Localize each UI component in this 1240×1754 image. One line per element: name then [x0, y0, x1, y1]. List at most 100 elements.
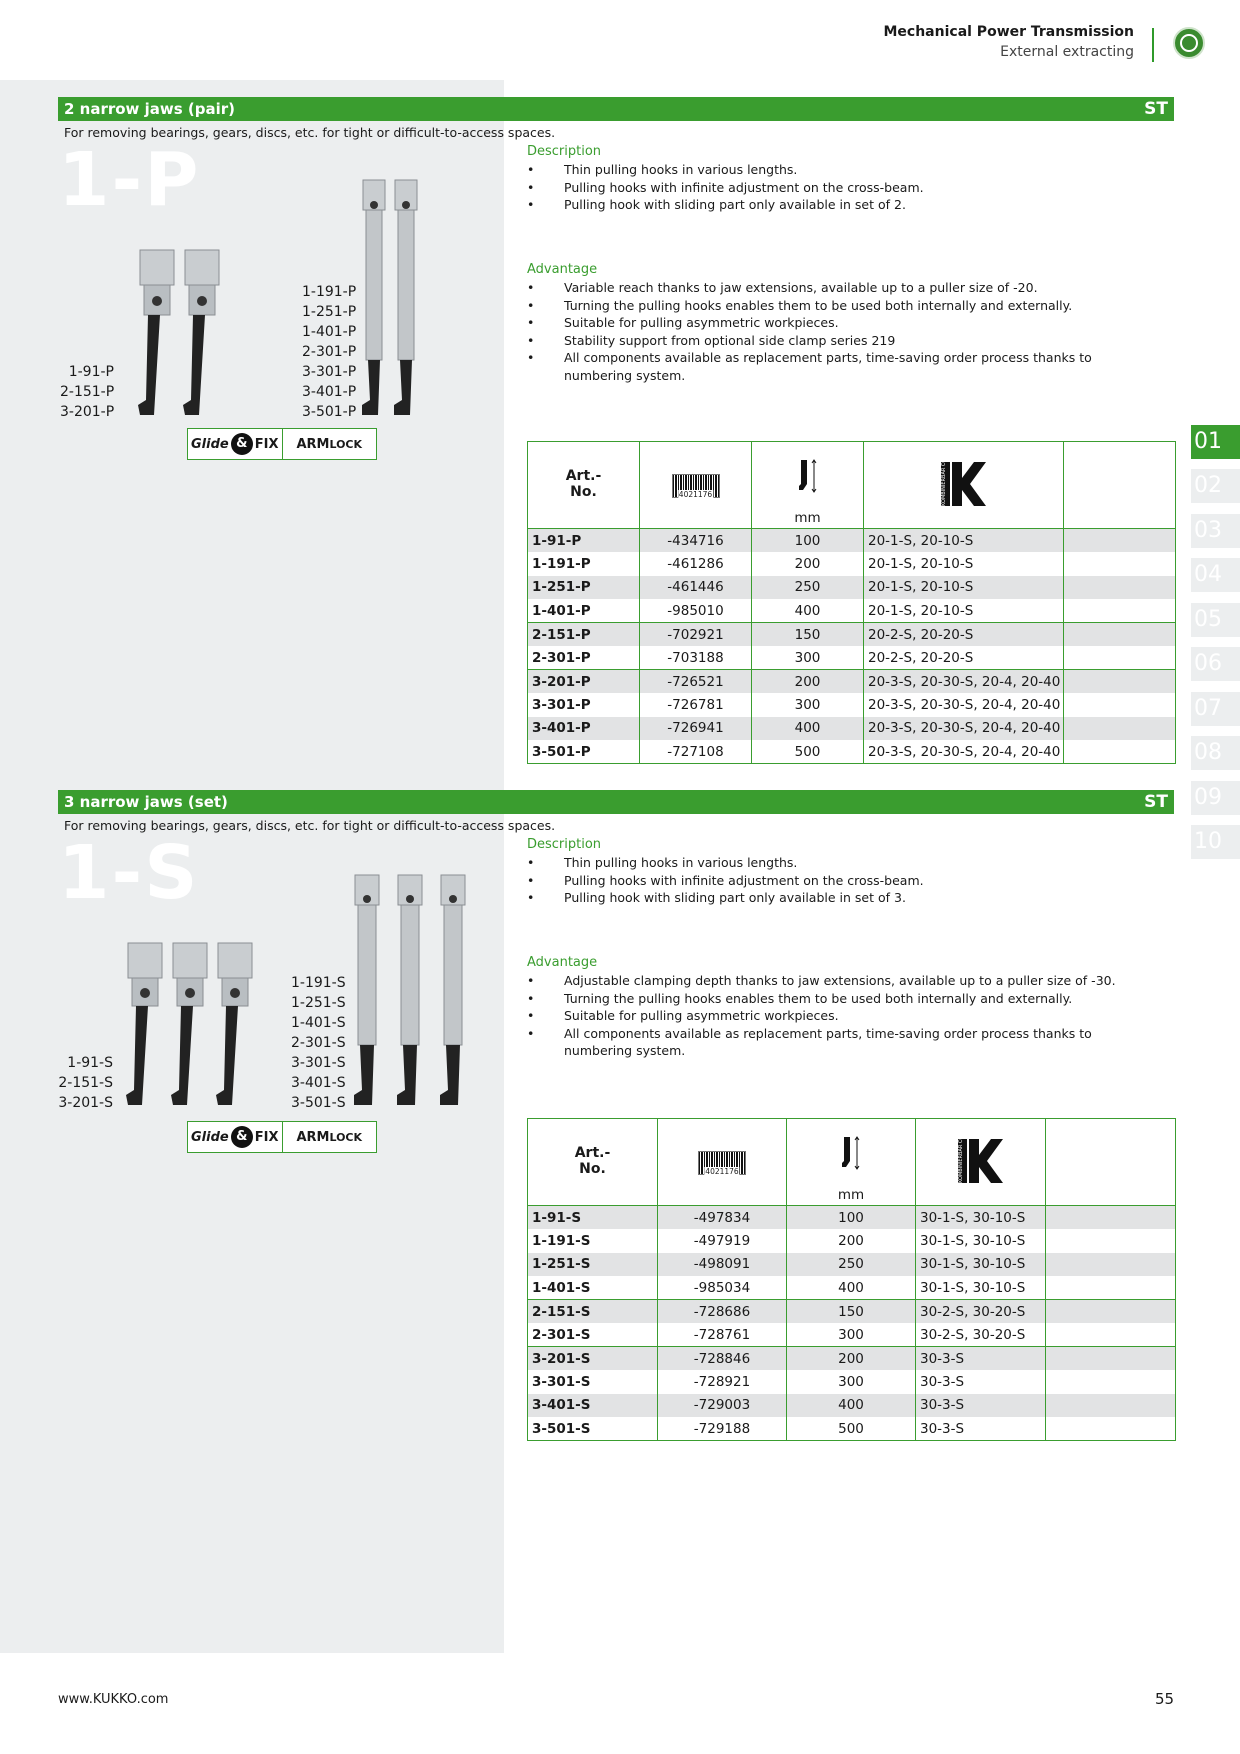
cell-empty [1063, 622, 1176, 646]
cell-empty [1063, 528, 1176, 552]
list-item: Suitable for pulling asymmetric workpiec… [527, 314, 1147, 332]
cell-order-no: -728846 [657, 1346, 787, 1370]
cell-art-no: 3-301-P [532, 696, 591, 713]
chapter-tab-01[interactable]: 01 [1191, 425, 1240, 459]
cell-length: 250 [751, 575, 864, 599]
cell-combinable: 30-2-S, 30-20-S [915, 1299, 1046, 1323]
list-item: Pulling hook with sliding part only avai… [527, 196, 1147, 214]
cell-length: 150 [786, 1299, 916, 1323]
codes-right: 1-191-S 1-251-S 1-401-S 2-301-S 3-301-S … [291, 973, 346, 1113]
cell-length: 200 [751, 552, 864, 576]
cell-combinable: 20-3-S, 20-30-S, 20-4, 20-40 [863, 716, 1064, 740]
code-label: 3-301-P [302, 364, 357, 380]
footer-url[interactable]: www.KUKKO.com [58, 1692, 169, 1707]
cell-art-no: 1-91-P [527, 528, 640, 552]
barcode-number: 4021176 [704, 1167, 740, 1176]
chapter-tab-09[interactable]: 09 [1191, 781, 1240, 815]
advantage-heading: Advantage [527, 262, 598, 277]
cell-art-no: 3-401-S [527, 1393, 658, 1417]
long-hook-3 [440, 874, 466, 1105]
cell-empty [1045, 1276, 1176, 1300]
cell-length: 500 [751, 740, 864, 764]
long-hook-1 [362, 179, 386, 415]
list-item: Thin pulling hooks in various lengths. [527, 854, 1147, 872]
advantage-list: Variable reach thanks to jaw extensions,… [527, 279, 1147, 384]
chapter-tab-06[interactable]: 06 [1191, 647, 1240, 681]
cell-empty [1045, 1370, 1176, 1394]
code-label: 3-501-S [291, 1095, 346, 1111]
cell-order-no: -498091 [657, 1252, 787, 1276]
cell-combinable: 30-1-S, 30-10-S [915, 1252, 1046, 1276]
chapter-tab-05[interactable]: 05 [1191, 603, 1240, 637]
badge-text: LOCK [329, 1130, 363, 1144]
cell-order-no: -726781 [639, 693, 752, 717]
code-label: 1-251-P [302, 304, 357, 320]
list-item: Pulling hook with sliding part only avai… [527, 889, 1147, 907]
cell-length: 300 [786, 1323, 916, 1347]
cell-order-no: -461286 [639, 552, 752, 576]
code-label: 2-151-S [58, 1075, 113, 1091]
short-hook-1 [138, 249, 175, 415]
header-empty [1045, 1118, 1176, 1206]
cell-empty [1045, 1417, 1176, 1441]
glide-fix-badge: Glide&FIX [188, 429, 282, 459]
cell-art-no: 1-191-S [532, 1232, 591, 1249]
list-item: Pulling hooks with infinite adjustment o… [527, 179, 1147, 197]
cell-empty [1045, 1393, 1176, 1417]
cell-empty [1063, 599, 1176, 623]
cell-length: 500 [786, 1417, 916, 1441]
chapter-tab-08[interactable]: 08 [1191, 736, 1240, 770]
chapter-tab-07[interactable]: 07 [1191, 692, 1240, 726]
cell-empty [1045, 1205, 1176, 1229]
chapter-tab-10[interactable]: 10 [1191, 825, 1240, 859]
badge-text: FIX [254, 1129, 279, 1145]
combinable-icon: KOMBINIERBAR COMBINABLE [940, 462, 987, 506]
section-title: 2 narrow jaws (pair) [64, 100, 236, 118]
section-title: 3 narrow jaws (set) [64, 793, 228, 811]
advantage-heading: Advantage [527, 955, 598, 970]
section-intro: For removing bearings, gears, discs, etc… [64, 125, 556, 140]
chapter-tab-04[interactable]: 04 [1191, 558, 1240, 592]
cell-art-no: 1-401-S [532, 1279, 591, 1296]
cell-order-no: -497919 [657, 1229, 787, 1253]
section-intro: For removing bearings, gears, discs, etc… [64, 818, 556, 833]
cell-length: 200 [751, 669, 864, 693]
cell-length: 300 [751, 646, 864, 670]
cell-empty [1063, 693, 1176, 717]
list-item: Adjustable clamping depth thanks to jaw … [527, 972, 1147, 990]
badge-text: & [230, 1126, 253, 1148]
cell-art-no: 3-401-P [527, 716, 640, 740]
codes-right: 1-191-P 1-251-P 1-401-P 2-301-P 3-301-P … [302, 282, 356, 422]
header-empty [1063, 441, 1176, 529]
cell-art-no: 3-201-S [527, 1346, 658, 1370]
badge-text: FIX [254, 436, 279, 452]
st-tag: ST [1144, 792, 1168, 812]
cell-length: 300 [786, 1370, 916, 1394]
cell-art-no: 2-151-S [527, 1299, 658, 1323]
art-no-label: Art.- No. [565, 468, 602, 500]
kukko-logo-icon [1173, 27, 1205, 59]
chapter-tab-03[interactable]: 03 [1191, 514, 1240, 548]
chapter-tab-02[interactable]: 02 [1191, 469, 1240, 503]
cell-art-no: 1-251-S [527, 1252, 658, 1276]
cell-combinable: 20-1-S, 20-10-S [863, 552, 1064, 576]
cell-combinable: 20-3-S, 20-30-S, 20-4, 20-40 [863, 669, 1064, 693]
cell-empty [1063, 669, 1176, 693]
list-item: Thin pulling hooks in various lengths. [527, 161, 1147, 179]
header-combinable: KOMBINIERBAR COMBINABLE [915, 1118, 1046, 1206]
header-art-no: Art.- No. [527, 441, 640, 529]
short-hook-3 [216, 942, 253, 1105]
cell-order-no: -727108 [639, 740, 752, 764]
product-code-watermark: 1-S [58, 830, 200, 916]
cell-empty [1045, 1229, 1176, 1253]
code-label: 3-401-P [302, 384, 357, 400]
